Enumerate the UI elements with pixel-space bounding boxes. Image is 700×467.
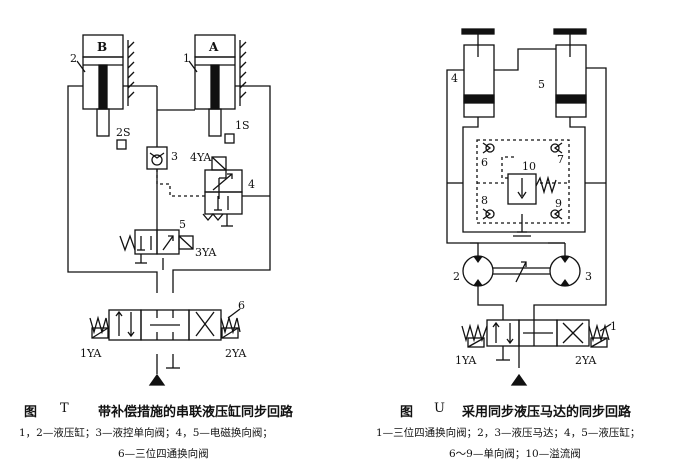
pilot-line [156,169,205,197]
valve-5-label: 5 [179,218,186,231]
valve-4-label: 4 [248,178,255,191]
hydraulic-motor-2 [462,255,494,287]
cylinder-4-label: 4 [451,72,458,85]
relief-valve-10 [507,173,557,205]
motor-2-label: 2 [453,270,460,283]
valve-1-label: 1 [610,320,617,333]
pilot-check-valve [146,146,168,170]
solenoid-valve-5 [119,229,194,255]
cylinder-5-label: 5 [538,78,545,91]
check-valve-9 [550,208,563,220]
check-valve-6 [482,142,495,154]
valve-3-label: 3 [171,150,178,163]
solenoid-valve-4 [202,169,243,222]
cylinder-a-label: A [208,40,219,54]
solenoid-4ya [211,156,227,171]
hydraulic-motor-3 [549,255,581,287]
motor-3-label: 3 [585,270,592,283]
left-circuit: B 2 A 1 2S 1S [67,34,271,386]
figure-u-legend-2: 6～9—单向阀；10—溢流阀 [449,448,581,460]
motor-shaft [493,261,550,283]
figure-u-legend-1: 1—三位四通换向阀；2，3—液压马达；4，5—液压缸； [376,427,641,439]
valve-7-label: 7 [557,153,564,166]
figure-t-letter: T [60,401,69,416]
solenoid-4ya-label: 4YA [190,151,212,164]
directional-valve-1 [461,319,612,348]
solenoid-2ya-label: 2YA [225,347,247,360]
right-circuit: 4 5 [446,28,617,386]
switch-2s-label: 2S [116,126,131,139]
cylinder-1-label: 1 [183,52,190,65]
cylinder-rods [461,28,587,57]
cylinder-b [76,34,135,137]
pressure-source-icon-r [510,373,528,386]
cylinder-5 [555,44,587,118]
figure-u-title: 采用同步液压马达的同步回路 [462,405,632,420]
left-pipes [67,85,271,374]
valve-6-label-r: 6 [481,156,488,169]
limit-switch-1s [224,133,235,144]
right-pipes [446,48,607,368]
valve-9-label: 9 [555,197,562,210]
check-valve-8 [482,208,495,220]
bridge-dashed-box [476,139,570,224]
cylinder-2-label: 2 [70,52,77,65]
limit-switch-2s [116,139,127,150]
solenoid-1ya-label-r: 1YA [455,354,477,367]
figure-t-title: 带补偿措施的串联液压缸同步回路 [98,405,294,420]
figure-u-label: 图 [400,405,414,420]
solenoid-2ya-label-r: 2YA [575,354,597,367]
cylinder-a [188,34,247,137]
pressure-source-icon [148,373,166,386]
check-valve-7 [550,142,563,154]
figure-t-label: 图 [24,405,38,420]
cylinder-4 [463,44,495,118]
solenoid-3ya-label: 3YA [195,246,217,259]
directional-valve-6 [89,308,241,341]
valve-10-label: 10 [522,160,536,173]
solenoid-1ya-label: 1YA [80,347,102,360]
valve-8-label: 8 [481,194,488,207]
figure-u-letter: U [434,401,445,416]
cylinder-b-label: B [97,40,107,54]
figure-t-legend-1: 1，2—液压缸；3—液控单向阀；4，5—电磁换向阀； [19,427,273,439]
switch-1s-label: 1S [235,119,250,132]
valve-6-label: 6 [238,299,245,312]
figure-t-legend-2: 6—三位四通换向阀 [118,448,209,460]
